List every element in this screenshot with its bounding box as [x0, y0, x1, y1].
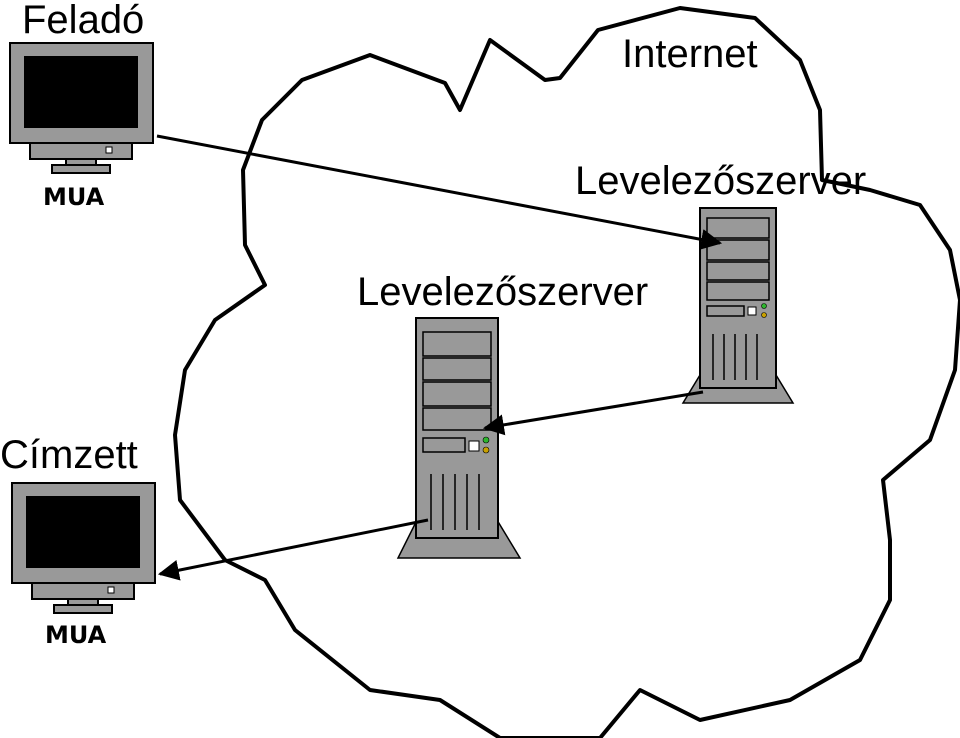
sender-label: Feladó [22, 0, 144, 42]
arrow-server-to-server [482, 390, 704, 436]
sender-monitor-icon [9, 42, 154, 174]
server-center-label: Levelezőszerver [357, 270, 648, 314]
server-right-icon [681, 207, 795, 404]
recipient-monitor-icon [11, 482, 156, 614]
internet-cloud [173, 6, 960, 738]
mua-bottom-label: MUA [45, 621, 107, 649]
server-right-label: Levelezőszerver [575, 159, 866, 203]
internet-label: Internet [622, 32, 758, 76]
recipient-label: Címzett [0, 433, 138, 477]
mua-top-label: MUA [43, 183, 105, 211]
arrow-sender-to-server [156, 134, 723, 250]
arrow-server-to-recipient [157, 518, 429, 581]
